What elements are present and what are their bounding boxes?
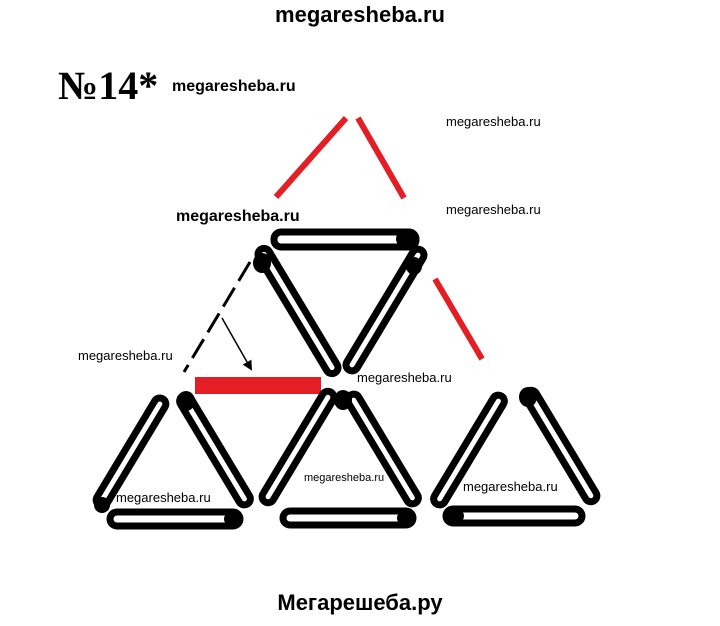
watermark: megaresheba.ru [357, 370, 452, 385]
site-footer: Мегарешеба.ру [277, 590, 443, 615]
match [279, 507, 417, 529]
watermark: megaresheba.ru [116, 490, 211, 505]
original-position-dashed [182, 261, 252, 373]
match-heads [94, 230, 537, 527]
watermark: megaresheba.ru [172, 78, 296, 95]
match [92, 394, 170, 510]
watermark: megaresheba.ru [304, 472, 385, 484]
match [270, 228, 420, 251]
move-arrow [221, 317, 252, 371]
matches [92, 228, 601, 530]
match [430, 391, 508, 509]
moved-match [432, 277, 485, 361]
match [521, 386, 601, 506]
moved-match [273, 116, 349, 199]
match [106, 508, 244, 530]
watermark: megaresheba.ru [446, 202, 541, 217]
moved-matches [195, 116, 485, 394]
match [254, 244, 342, 378]
match [342, 245, 428, 375]
problem-number: №14* [58, 63, 159, 108]
site-title: megaresheba.ru [275, 2, 445, 27]
watermark: megaresheba.ru [446, 114, 541, 129]
match [442, 505, 586, 527]
watermark: megaresheba.ru [463, 479, 558, 494]
match [258, 387, 338, 507]
match [344, 390, 422, 508]
moved-match [195, 377, 321, 394]
watermark: megaresheba.ru [78, 348, 173, 363]
moved-match [355, 116, 407, 200]
watermark: megaresheba.ru [176, 208, 300, 225]
